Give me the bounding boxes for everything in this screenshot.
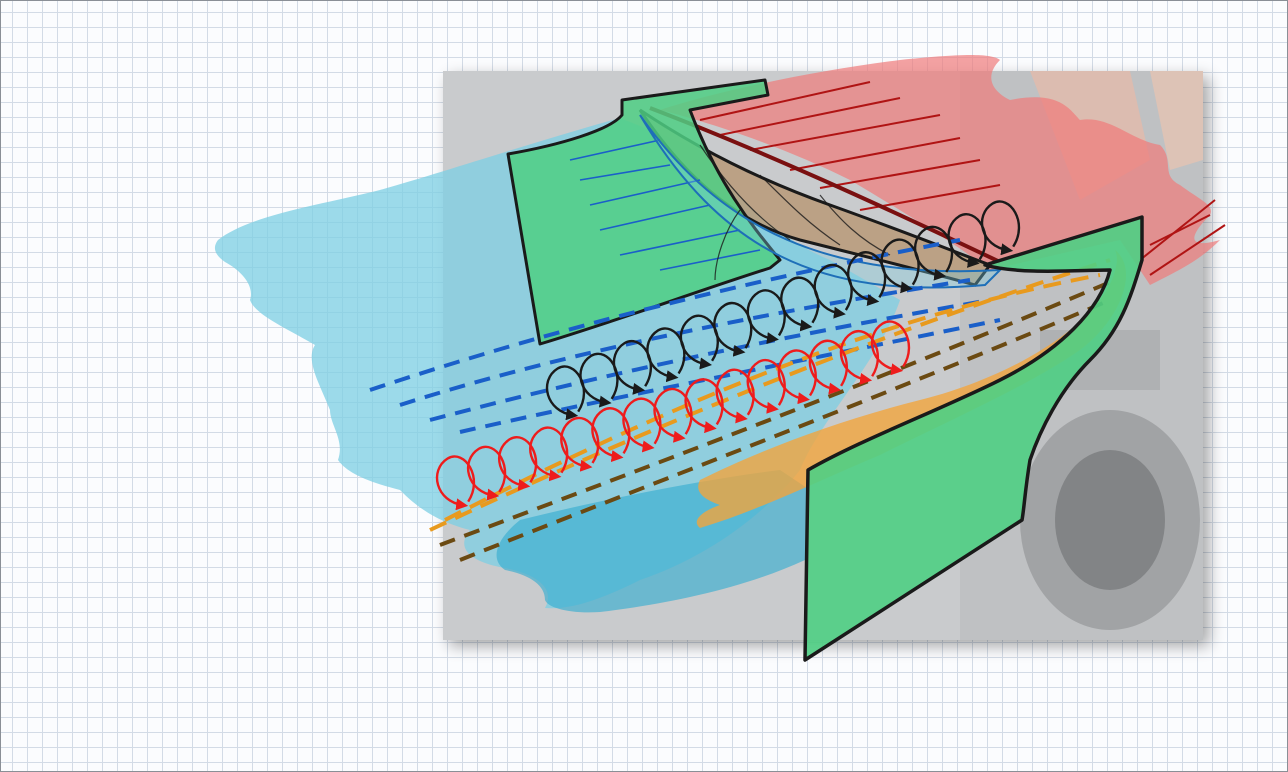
lower-endplate [803, 215, 1144, 662]
upper-endplate-hatching [569, 139, 761, 271]
outwash-streaks [699, 81, 1226, 276]
vortex-lower-loop [560, 416, 600, 472]
vortex-lower-loop [653, 387, 693, 443]
vortex-coil-lower [435, 320, 911, 511]
streamlines-brown [439, 278, 1116, 562]
vortex-coil-upper [545, 200, 1021, 421]
vortex-lower-loop [746, 359, 786, 414]
vortex-lower-loop [808, 339, 848, 395]
vortex-lower-loop [839, 330, 879, 385]
vortex-upper-loop [980, 200, 1021, 256]
vortex-lower-loop [870, 320, 911, 376]
upper-endplate [506, 78, 782, 346]
vortex-lower-loop [684, 378, 724, 434]
vortex-lower-loop [435, 455, 476, 511]
mainplane-ribs [699, 144, 891, 281]
streamlines-orange [429, 258, 1111, 532]
low-pressure-flow [696, 250, 1127, 528]
mainplane [639, 114, 1003, 289]
vortex-lower-loop [715, 368, 755, 424]
vortex-lower-loop [591, 407, 631, 462]
vortex-lower-loop [622, 397, 662, 453]
vortex-lower-loop [529, 426, 569, 482]
outwash-airflow [660, 55, 1220, 285]
vortex-lower-loop [466, 445, 507, 501]
vortex-lower-loop [497, 436, 538, 491]
vortex-lower-loop [777, 349, 817, 405]
